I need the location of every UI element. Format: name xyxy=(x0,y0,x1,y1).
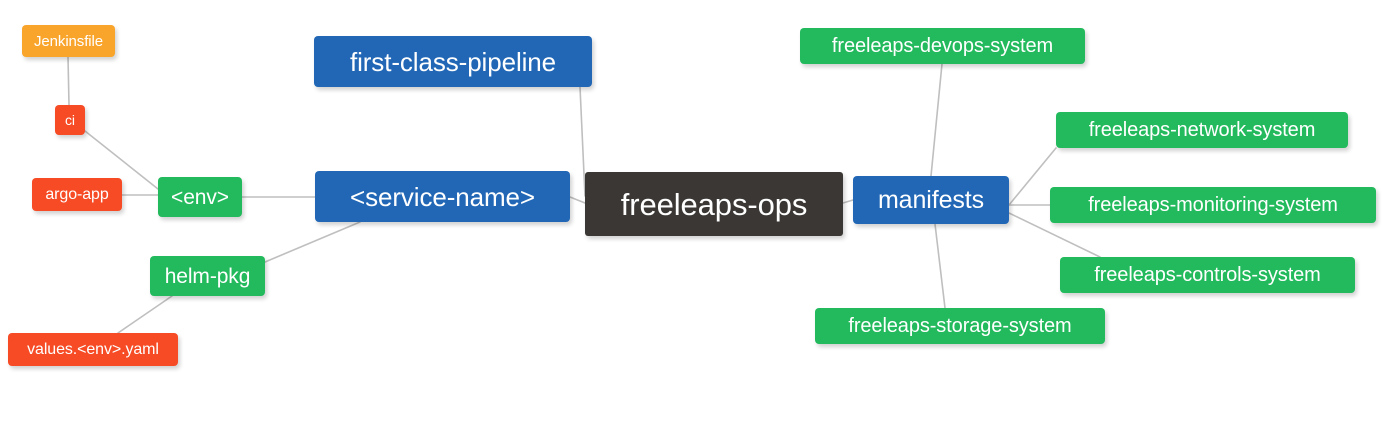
edge-ci-to-jenkinsfile xyxy=(67,56,70,106)
node-freeleaps-devops-system[interactable]: freeleaps-devops-system xyxy=(800,28,1085,64)
edge-freeleaps-ops-to-manifests xyxy=(842,199,854,204)
edge-manifests-to-freeleaps-network-system xyxy=(1008,147,1057,206)
node-label: freeleaps-controls-system xyxy=(1094,264,1321,286)
node-label: freeleaps-monitoring-system xyxy=(1088,194,1338,216)
node-label: freeleaps-devops-system xyxy=(831,35,1054,57)
node-label: Jenkinsfile xyxy=(34,32,103,50)
node-label: first-class-pipeline xyxy=(349,46,557,77)
edge-manifests-to-freeleaps-storage-system xyxy=(934,223,946,309)
node-label: argo-app xyxy=(45,185,109,203)
node-label: freeleaps-ops xyxy=(620,186,808,222)
node-label: <env> xyxy=(171,185,229,209)
node-argo-app[interactable]: argo-app xyxy=(32,178,122,211)
node-freeleaps-storage-system[interactable]: freeleaps-storage-system xyxy=(815,308,1105,344)
node-helm-pkg[interactable]: helm-pkg xyxy=(150,256,265,296)
node-label: values.<env>.yaml xyxy=(27,340,159,358)
node-env[interactable]: <env> xyxy=(158,177,242,217)
edge-manifests-to-freeleaps-devops-system xyxy=(930,63,943,177)
node-label: <service-name> xyxy=(349,181,536,212)
node-freeleaps-ops[interactable]: freeleaps-ops xyxy=(585,172,843,236)
edge-helm-pkg-to-values-env-yaml xyxy=(117,295,173,334)
node-freeleaps-monitoring-system[interactable]: freeleaps-monitoring-system xyxy=(1050,187,1376,223)
node-label: helm-pkg xyxy=(164,264,251,288)
node-freeleaps-network-system[interactable]: freeleaps-network-system xyxy=(1056,112,1348,148)
node-jenkinsfile[interactable]: Jenkinsfile xyxy=(22,25,115,57)
edge-freeleaps-ops-to-service-name xyxy=(569,196,586,204)
node-freeleaps-controls-system[interactable]: freeleaps-controls-system xyxy=(1060,257,1355,293)
node-ci[interactable]: ci xyxy=(55,105,85,135)
node-label: manifests xyxy=(877,185,985,214)
node-label: freeleaps-storage-system xyxy=(848,315,1072,337)
node-values-env-yaml[interactable]: values.<env>.yaml xyxy=(8,333,178,366)
node-manifests[interactable]: manifests xyxy=(853,176,1009,224)
edge-service-name-to-helm-pkg xyxy=(264,221,361,263)
node-label: ci xyxy=(65,112,75,128)
node-service-name[interactable]: <service-name> xyxy=(315,171,570,222)
node-first-class-pipeline[interactable]: first-class-pipeline xyxy=(314,36,592,87)
node-label: freeleaps-network-system xyxy=(1088,119,1316,141)
